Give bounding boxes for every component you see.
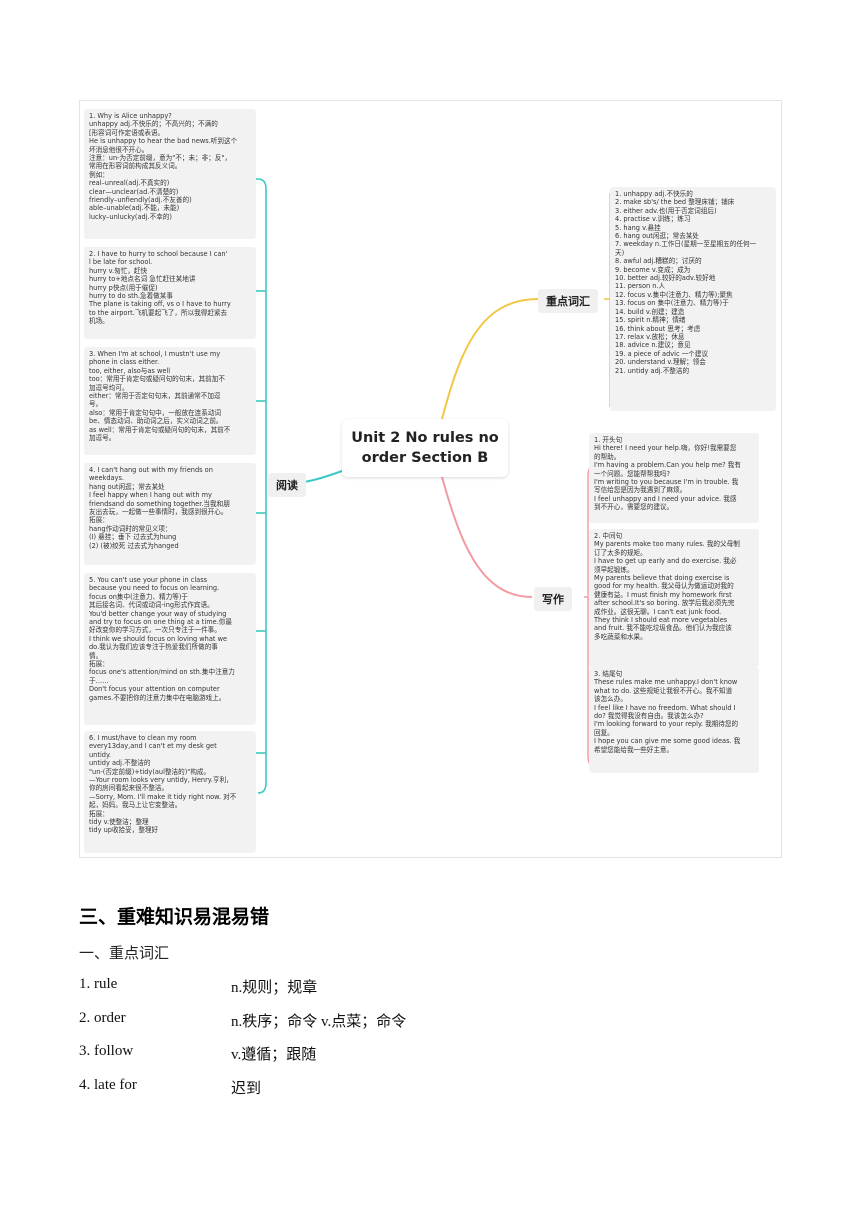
reading-box-1: 1. Why is Alice unhappy? unhappy adj.不快乐…	[84, 109, 256, 239]
reading-box-3: 3. When I'm at school, I mustn't use my …	[84, 347, 256, 455]
writing-box-2: 2. 中间句 My parents make too many rules. 我…	[589, 529, 759, 667]
reading-box-5: 5. You can't use your phone in class bec…	[84, 573, 256, 725]
vocab-meaning: v.遵循；跟随	[231, 1047, 317, 1063]
mind-map-image: 1. Why is Alice unhappy? unhappy adj.不快乐…	[79, 100, 782, 858]
vocab-word: 4. late for	[79, 1077, 137, 1093]
vocab-word: 1. rule	[79, 976, 118, 992]
writing-box-3: 3. 结尾句 These rules make me unhappy.I don…	[589, 667, 759, 773]
vocab-meaning: n.秩序；命令 v.点菜；命令	[231, 1014, 407, 1030]
vocab-connector	[441, 298, 539, 420]
reading-bracket	[257, 178, 267, 794]
vocab-box: 1. unhappy adj.不快乐的 2. make sb's/ the be…	[610, 187, 776, 411]
vocab-word: 2. order	[79, 1010, 126, 1026]
writing-connector	[441, 476, 533, 598]
center-topic: Unit 2 No rules no order Section B	[342, 419, 508, 477]
section-heading: 三、重难知识易混易错	[79, 906, 270, 928]
branch-writing: 写作	[534, 587, 572, 611]
vocab-meaning: 迟到	[231, 1081, 262, 1097]
reading-box-6: 6. I must/have to clean my room every13d…	[84, 731, 256, 853]
section-subheading: 一、重点词汇	[79, 944, 170, 962]
reading-box-4: 4. I can't hang out with my friends on w…	[84, 463, 256, 565]
vocab-meaning: n.规则；规章	[231, 980, 318, 996]
writing-box-1: 1. 开头句 Hi there! I need your help.嗨，你好!我…	[589, 433, 759, 523]
branch-reading: 阅读	[268, 473, 306, 497]
reading-box-2: 2. I have to hurry to school because I c…	[84, 247, 256, 339]
branch-vocab: 重点词汇	[538, 289, 598, 313]
vocab-word: 3. follow	[79, 1043, 134, 1059]
